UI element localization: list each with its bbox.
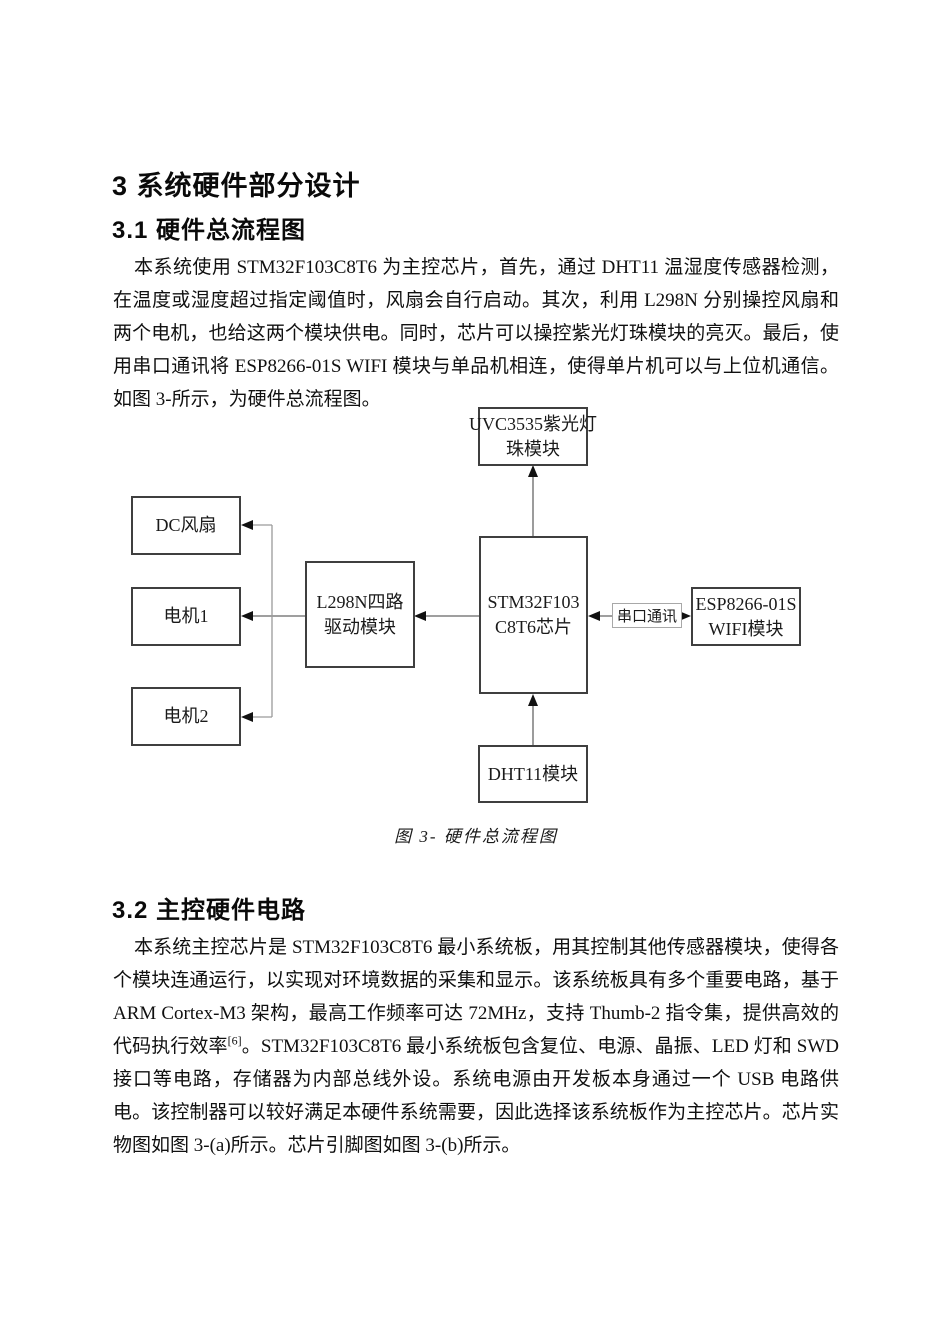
diagram-box-l298n-driver-module: L298N四路 驱动模块 [305,561,415,668]
diagram-box-motor1: 电机1 [131,587,241,646]
section-heading-3-2: 3.2 主控硬件电路 [112,897,307,924]
diagram-box-uvc3535-led-module: UVC3535紫光灯 珠模块 [469,407,597,466]
citation-superscript: [6] [227,1033,242,1048]
figure-caption: 图 3- 硬件总流程图 [394,827,558,846]
section-3-1-paragraph: 本系统使用 STM32F103C8T6 为主控芯片，首先，通过 DHT11 温湿… [113,257,839,410]
hardware-flow-diagram: UVC3535紫光灯 珠模块 DC风扇 电机1 电机2 L298N四路 驱动模块… [0,400,950,815]
diagram-box-esp8266-wifi-module: ESP8266-01S WIFI模块 [691,587,801,646]
diagram-box-stm32-chip: STM32F103 C8T6芯片 [479,536,588,694]
diagram-connector-lines [241,465,691,746]
chapter-heading: 3 系统硬件部分设计 [112,171,361,201]
serial-comm-connector-label: 串口通讯 [612,603,683,628]
arrowheads [241,465,691,722]
paragraph-text-before-citation: 本系统主控芯片是 STM32F103C8T6 最小系统板，用其控制其他传感器模块… [113,937,839,1057]
diagram-box-dht11-module: DHT11模块 [478,745,588,803]
diagram-box-dc-fan: DC风扇 [131,496,241,555]
section-heading-3-1: 3.1 硬件总流程图 [112,217,307,244]
section-3-2-paragraph: 本系统主控芯片是 STM32F103C8T6 最小系统板，用其控制其他传感器模块… [113,931,839,1162]
diagram-box-motor2: 电机2 [131,687,241,746]
paragraph-text-after-citation: 。STM32F103C8T6 最小系统板包含复位、电源、晶振、LED 灯和 SW… [113,1036,839,1156]
